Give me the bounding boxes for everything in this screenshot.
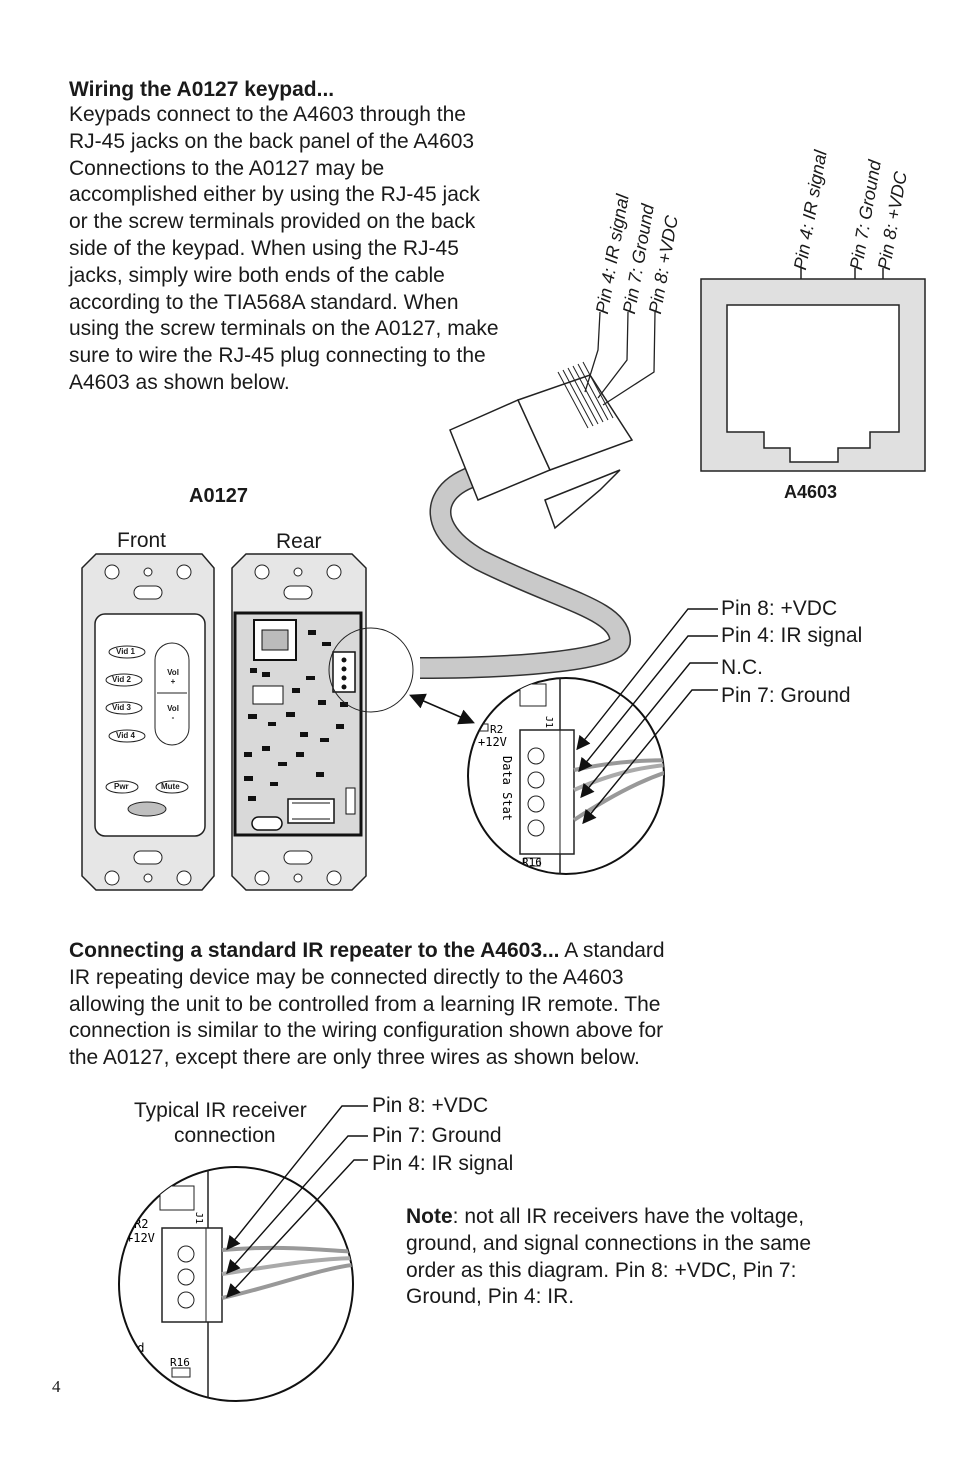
rear-label: Rear	[276, 530, 322, 553]
note-label: Note	[406, 1205, 453, 1228]
board-label: +12V	[126, 1231, 155, 1245]
body-line: jacks, simply wire both ends of the cabl…	[69, 263, 445, 287]
section2-lead: A standard	[559, 939, 665, 962]
magnified-terminal: D3 R2 +12V Data Stat R16 J1	[467, 608, 718, 875]
keypad-button-label: Mute	[161, 782, 180, 791]
section-body: Keypads connect to the A4603 through the…	[69, 102, 499, 397]
body-line: Keypads connect to the A4603 through the	[69, 103, 466, 126]
note-line: ground, and signal connections in the sa…	[406, 1231, 812, 1255]
board-label: D3	[160, 1173, 173, 1186]
body-line: allowing the unit to be controlled from …	[69, 992, 661, 1016]
note-line: order as this diagram. Pin 8: +VDC, Pin …	[406, 1258, 797, 1282]
receiver-label: connection	[174, 1124, 276, 1147]
board-label: R16	[522, 856, 542, 869]
body-line: the A0127, except there are only three w…	[69, 1046, 640, 1070]
terminal-pin-label: Pin 4: IR signal	[721, 624, 863, 647]
keypad-button-label: Vid 3	[112, 703, 131, 712]
keypad-front	[81, 553, 215, 891]
keypad-button-label: Vol -	[167, 704, 179, 722]
board-label: R16	[170, 1356, 190, 1369]
body-line: side of the keypad. When using the RJ-45	[69, 236, 459, 260]
cable	[419, 459, 631, 679]
body-line: or the screw terminals provided on the b…	[69, 210, 476, 234]
board-label: Data Stat	[500, 756, 514, 821]
note-line: Ground, Pin 4: IR.	[406, 1285, 575, 1309]
receiver-pin-label: Pin 4: IR signal	[372, 1152, 514, 1175]
jack-label: A4603	[784, 482, 838, 502]
body-line: A4603 as shown below.	[69, 370, 290, 394]
rj45-plug	[449, 311, 656, 530]
board-label: R2	[134, 1217, 148, 1231]
keypad-button-label: Vol +	[167, 668, 179, 686]
note: Note: not all IR receivers have the volt…	[406, 1204, 811, 1311]
board-label: J1	[543, 716, 554, 728]
keypad-button-label: Vid 1	[116, 647, 135, 656]
board-label: +12V	[478, 735, 507, 749]
keypad-rear	[231, 553, 414, 891]
terminal-pin-label: N.C.	[721, 656, 763, 679]
keypad-button-label: Pwr	[114, 782, 129, 791]
terminal-pin-label: Pin 7: Ground	[721, 684, 851, 707]
body-line: IR repeating device may be connected dir…	[69, 965, 624, 989]
board-label: J1	[193, 1212, 204, 1224]
front-label: Front	[117, 529, 167, 552]
page-number: 4	[52, 1377, 61, 1396]
board-label: R2	[490, 723, 503, 736]
body-line: connection is similar to the wiring conf…	[69, 1019, 664, 1043]
terminal-pin-label: Pin 8: +VDC	[721, 597, 838, 620]
section2-heading: Connecting a standard IR repeater to the…	[69, 939, 560, 962]
receiver-pin-label: Pin 8: +VDC	[372, 1094, 489, 1117]
body-line: according to the TIA568A standard. When	[69, 290, 459, 314]
keypad-title: A0127	[189, 485, 248, 507]
keypad-button-label: Vid 2	[112, 675, 131, 684]
receiver-label: Typical IR receiver	[134, 1099, 307, 1122]
ir-receiver-terminal: D3 R2 +12V nd R16 J1	[118, 1105, 368, 1402]
body-line: RJ-45 jacks on the back panel of the A46…	[69, 129, 475, 153]
receiver-pin-label: Pin 7: Ground	[372, 1124, 502, 1147]
note-line: : not all IR receivers have the voltage,	[452, 1205, 805, 1228]
body-line: using the screw terminals on the A0127, …	[69, 317, 499, 341]
section-heading: Wiring the A0127 keypad...	[69, 78, 335, 101]
body-line: Connections to the A0127 may be	[69, 156, 385, 180]
a4603-jack	[700, 268, 926, 472]
section2-body: Connecting a standard IR repeater to the…	[69, 938, 665, 1072]
body-line: sure to wire the RJ-45 plug connecting t…	[69, 344, 486, 368]
keypad-button-label: Vid 4	[116, 731, 135, 740]
body-line: accomplished either by using the RJ-45 j…	[69, 183, 480, 207]
